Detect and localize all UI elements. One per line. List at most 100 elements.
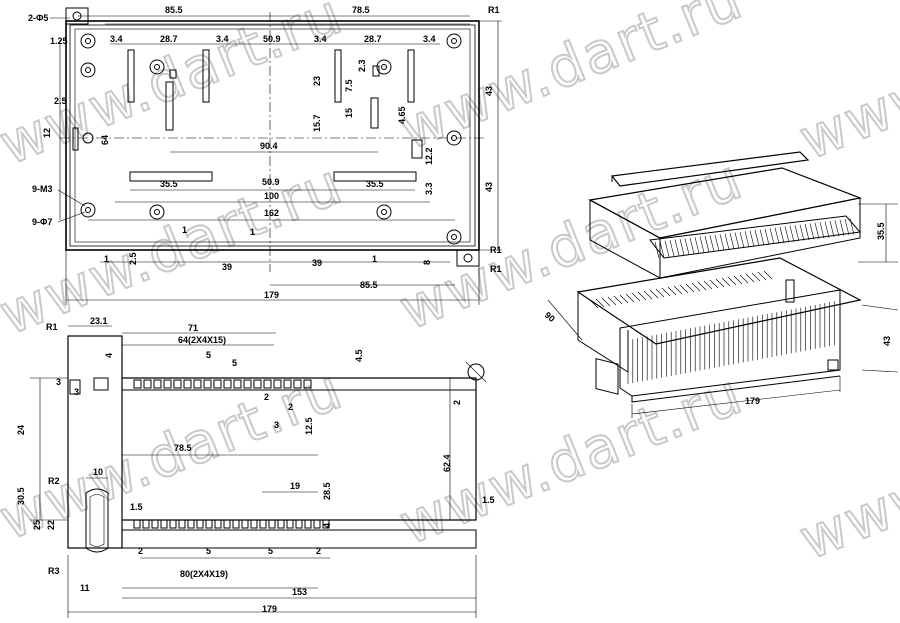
dimension-label: 11	[80, 583, 90, 593]
vent-ribs	[589, 270, 835, 384]
terminal-pin	[253, 379, 262, 389]
radius-label: R1	[488, 5, 500, 15]
dimension-label: 35.5	[160, 179, 178, 189]
dimension-label: 7.5	[344, 79, 354, 92]
watermark: www.dart.ru	[791, 377, 900, 573]
dimension-label: 39	[312, 258, 322, 268]
dimension-label: 35.5	[366, 179, 384, 189]
terminal-pin	[250, 519, 258, 529]
terminal-pin	[203, 379, 212, 389]
dimension-label: 12	[42, 128, 52, 138]
terminal-pin	[268, 519, 276, 529]
watermark: www.dart.ru	[791, 0, 900, 173]
dimension-label: 85.5	[165, 5, 183, 15]
hole-spec-label: 9-Φ7	[32, 217, 52, 227]
dimension-label: 43	[882, 336, 892, 346]
dimension-label: 3.4	[110, 34, 123, 44]
radius-label: R2	[48, 476, 60, 486]
dimension-label: 15	[344, 108, 354, 118]
terminal-pin	[193, 379, 202, 389]
dimension-label: 30.5	[16, 487, 26, 505]
dimension-label: 3	[74, 387, 79, 397]
dimension-label: 5	[268, 546, 273, 556]
terminal-pin	[187, 519, 195, 529]
dimension-label: 80(2X4X19)	[180, 569, 228, 579]
terminal-row-top	[133, 379, 312, 389]
dimension-label: 10	[93, 467, 103, 477]
terminal-pin	[196, 519, 204, 529]
terminal-pin	[241, 519, 249, 529]
dimension-label: 1	[182, 225, 187, 235]
dimension-label: 153	[292, 587, 307, 597]
dimension-label: 3.4	[314, 34, 327, 44]
terminal-pin	[233, 379, 242, 389]
terminal-pin	[286, 519, 294, 529]
radius-label: R1	[490, 245, 502, 255]
dimension-label: 3.3	[424, 182, 434, 195]
dimension-label: 23	[312, 76, 322, 86]
dimension-label: 5	[232, 358, 237, 368]
terminal-pin	[263, 379, 272, 389]
terminal-pin	[213, 379, 222, 389]
dimension-label: 1	[104, 254, 109, 264]
dimension-label: 2.5	[54, 96, 67, 106]
dimension-label: 1.5	[130, 502, 143, 512]
terminal-pin	[223, 379, 232, 389]
dimension-label: 1	[372, 254, 377, 264]
dimension-label: 64(2X4X15)	[178, 335, 226, 345]
dimension-label: 4.5	[354, 349, 364, 362]
dimension-label: 71	[188, 323, 198, 333]
terminal-pin	[313, 519, 321, 529]
dimension-label: 179	[264, 290, 279, 300]
dimension-label: 22	[46, 520, 56, 530]
radius-label: R1	[46, 322, 58, 332]
terminal-pin	[173, 379, 182, 389]
terminal-pin	[295, 519, 303, 529]
dimension-label: 43	[484, 182, 494, 192]
dimension-label: 179	[745, 396, 760, 406]
dimension-label: 2	[138, 546, 143, 556]
dimension-label: 4	[104, 353, 114, 358]
dimension-label: 90	[543, 310, 557, 324]
dimension-label: 8	[422, 260, 432, 265]
watermark: www.dart.ru	[391, 0, 752, 163]
terminal-pin	[151, 519, 159, 529]
dimension-label: 100	[264, 191, 279, 201]
terminal-pin	[283, 379, 292, 389]
dimension-label: 1.5	[482, 495, 495, 505]
dimension-label: 43	[484, 86, 494, 96]
dimension-label: 23.1	[90, 316, 108, 326]
dimension-label: 64	[100, 135, 110, 145]
dimension-label: 19	[290, 481, 300, 491]
terminal-ribs	[654, 218, 855, 259]
dimension-label: 85.5	[360, 280, 378, 290]
radius-label: R1	[490, 264, 502, 274]
dimension-label: 78.5	[352, 5, 370, 15]
dimension-label: 3	[56, 377, 61, 387]
terminal-pin	[142, 519, 150, 529]
dimension-label: 28.5	[322, 482, 332, 500]
dimension-label: 50.9	[263, 34, 281, 44]
dimension-label: 3	[274, 420, 279, 430]
dimension-label: 12.2	[424, 147, 434, 165]
watermark: www.dart.ru	[391, 147, 752, 343]
isometric-view: 179 35.5 43 90	[543, 151, 899, 418]
terminal-pin	[293, 379, 302, 389]
terminal-pin	[214, 519, 222, 529]
dimension-label: 2	[452, 400, 462, 405]
dimension-label: 28.7	[364, 34, 382, 44]
dimension-label: 1.25	[50, 36, 68, 46]
terminal-pin	[143, 379, 152, 389]
dimension-label: 1	[250, 227, 255, 237]
dimension-label: 5	[206, 546, 211, 556]
dimension-label: 12.5	[304, 417, 314, 435]
dimension-label: 90.4	[260, 141, 278, 151]
dimension-label: 2.3	[357, 59, 367, 72]
dimension-label: 4	[322, 523, 332, 528]
terminal-pin	[153, 379, 162, 389]
dimension-label: 3.4	[216, 34, 229, 44]
terminal-pin	[133, 519, 141, 529]
terminal-pin	[273, 379, 282, 389]
watermark: www.dart.ru	[0, 0, 352, 178]
